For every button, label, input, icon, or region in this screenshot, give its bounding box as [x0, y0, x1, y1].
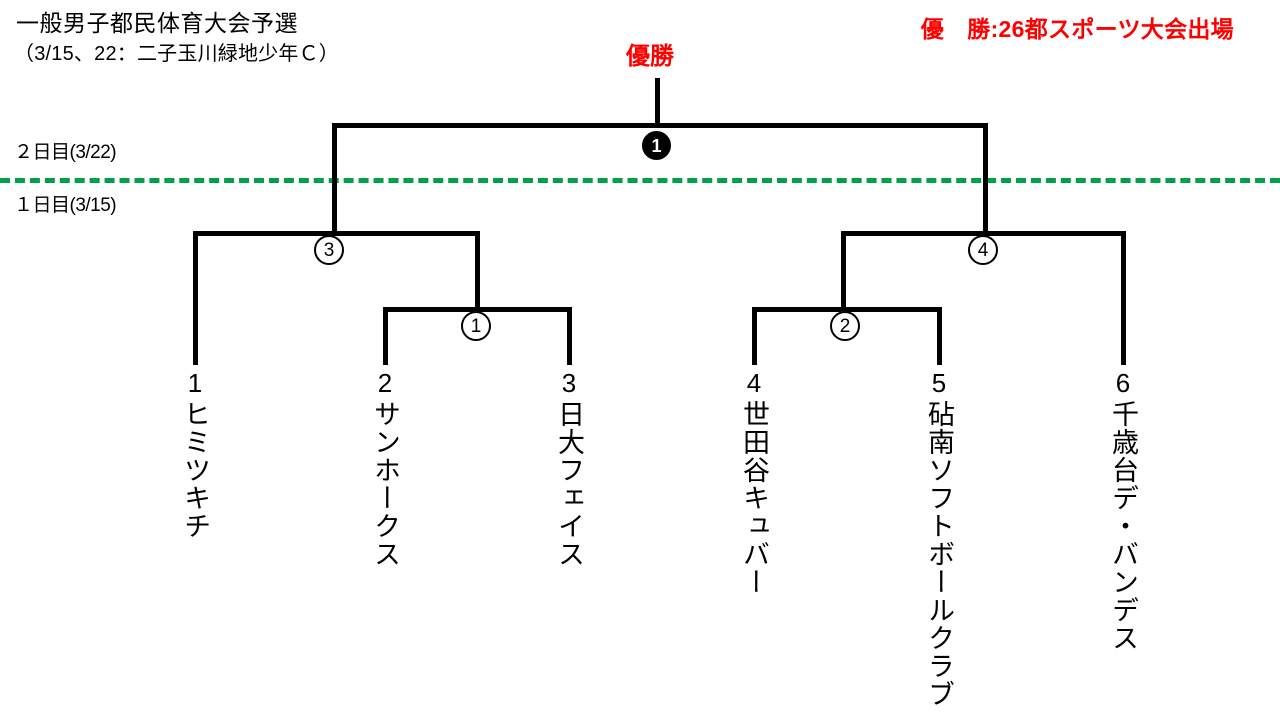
semifinal-4-crossbar — [841, 231, 1126, 236]
team-name: 砧南ソフトボールクラブ — [924, 400, 954, 708]
team-name: 千歳台デ・バンデス — [1108, 400, 1138, 652]
semifinal-4-right-leg — [1121, 231, 1126, 365]
day2-label: ２日目(3/22) — [14, 142, 117, 163]
team-slot-2: 2 サンホークス — [357, 368, 413, 573]
match-number-semifinal-4: 4 — [968, 235, 998, 265]
semifinal-4-left-leg — [841, 231, 846, 307]
team-seed: 3 — [561, 368, 577, 398]
page-subtitle: （3/15、22：二子玉川緑地少年Ｃ） — [14, 43, 339, 65]
match-number-1: 1 — [461, 311, 491, 341]
match-number-semifinal-3: 3 — [314, 235, 344, 265]
final-left-leg — [332, 123, 337, 233]
team-slot-1: 1 ヒミツキチ — [167, 368, 223, 545]
match-1-crossbar — [383, 307, 572, 312]
semifinal-3-crossbar — [193, 231, 480, 236]
team-name: 世田谷キュバー — [739, 400, 769, 596]
match-number-final: 1 — [642, 131, 671, 160]
team-slot-4: 4 世田谷キュバー — [726, 368, 782, 601]
match-2-left-leg — [752, 307, 757, 365]
team-seed: 6 — [1115, 368, 1131, 398]
team-seed: 5 — [931, 368, 947, 398]
final-right-leg — [983, 123, 988, 233]
team-slot-6: 6 千歳台デ・バンデス — [1095, 368, 1151, 657]
prize-note: 優 勝:26都スポーツ大会出場 — [920, 16, 1234, 42]
match-number-2: 2 — [830, 311, 860, 341]
final-winner-stem — [655, 78, 660, 123]
match-2-right-leg — [937, 307, 942, 365]
team-name: 日大フェイス — [554, 400, 584, 568]
semifinal-3-right-leg — [475, 231, 480, 307]
team-slot-3: 3 日大フェイス — [541, 368, 597, 573]
match-2-crossbar — [752, 307, 942, 312]
champion-label: 優勝 — [626, 43, 674, 70]
day-separator-line — [0, 178, 1280, 183]
team-slot-5: 5 砧南ソフトボールクラブ — [911, 368, 967, 713]
day1-label: １日目(3/15) — [14, 195, 117, 216]
team-seed: 2 — [377, 368, 393, 398]
team-name: サンホークス — [370, 400, 400, 568]
page-title: 一般男子都民体育大会予選 — [16, 10, 298, 36]
semifinal-3-left-leg — [193, 231, 198, 365]
team-seed: 4 — [746, 368, 762, 398]
team-name: ヒミツキチ — [180, 400, 210, 540]
final-crossbar — [332, 123, 985, 128]
team-seed: 1 — [187, 368, 203, 398]
match-1-right-leg — [567, 307, 572, 365]
match-1-left-leg — [383, 307, 388, 365]
